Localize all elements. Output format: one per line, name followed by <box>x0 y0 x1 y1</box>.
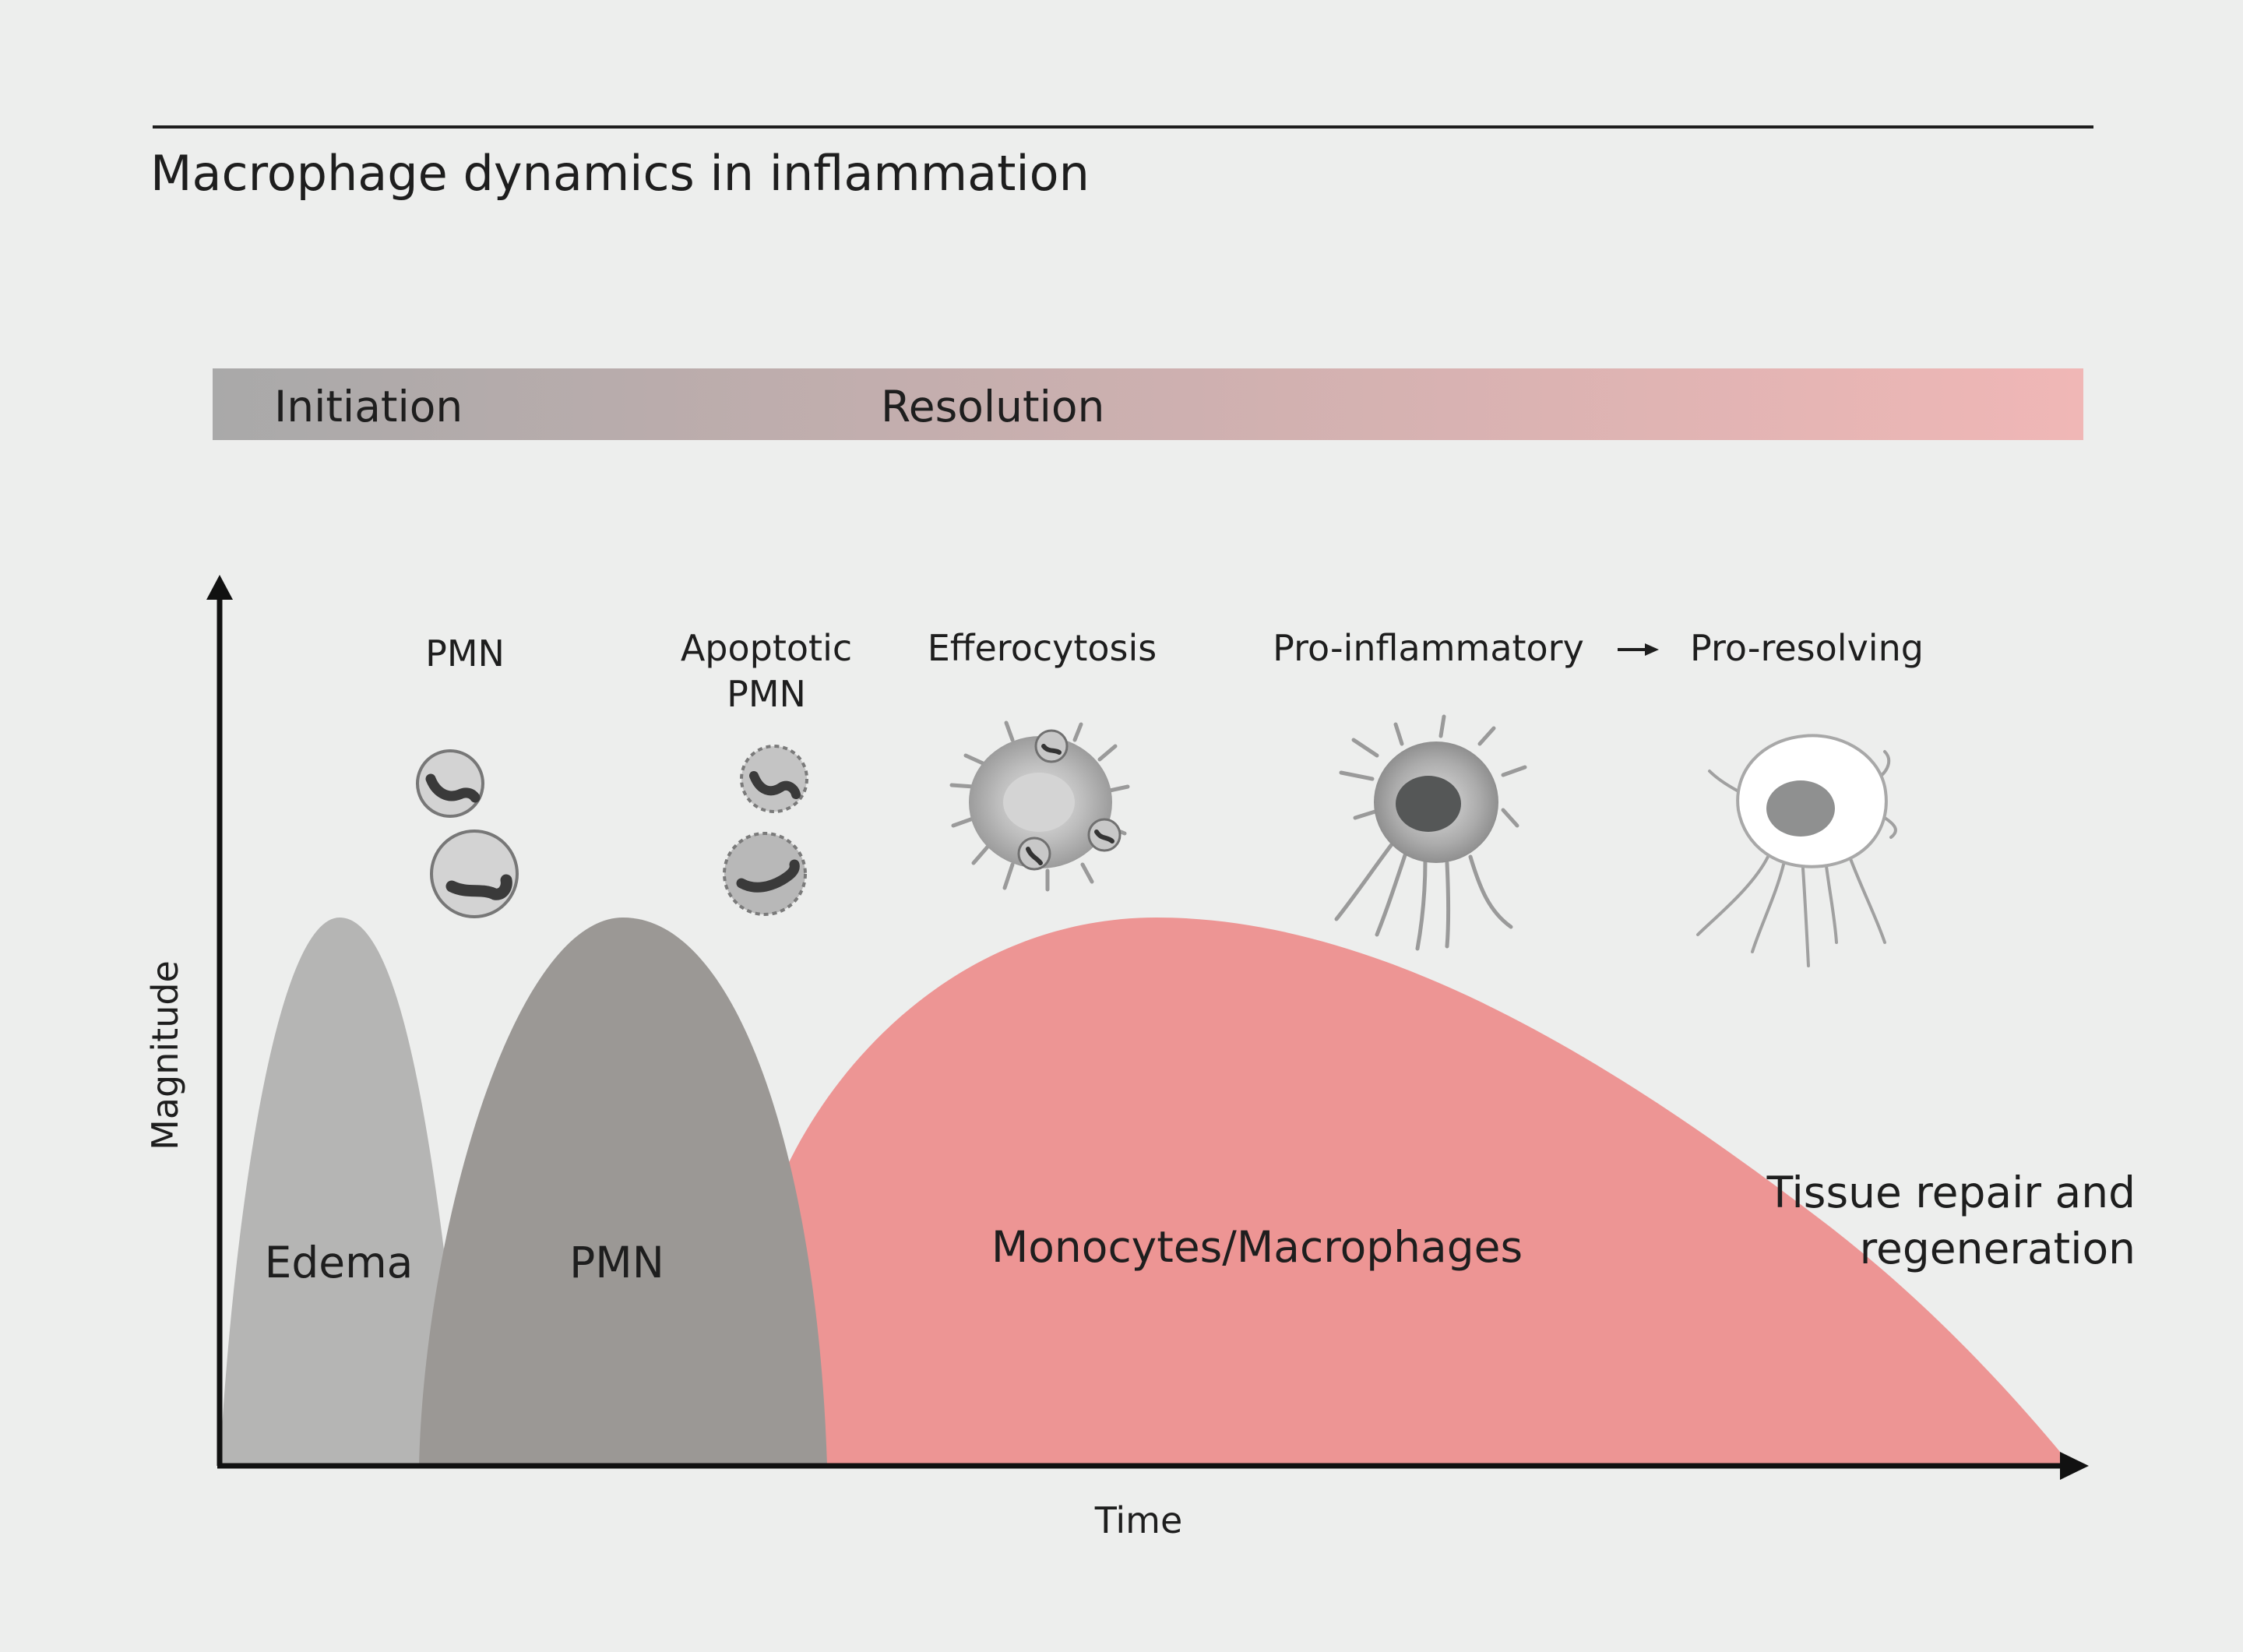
label-apoptotic-line2: PMN <box>727 673 806 715</box>
label-pro-resolving: Pro-resolving <box>1690 627 1924 669</box>
pro-inflammatory-macrophage-icon <box>1334 714 1527 951</box>
tissue-label-line1: Tissue repair and <box>1766 1168 2136 1217</box>
edema-area <box>220 918 467 1466</box>
phase-label-initiation: Initiation <box>274 382 463 431</box>
y-axis-arrowhead <box>206 575 233 600</box>
area-label-edema: Edema <box>265 1238 414 1287</box>
pmn-area <box>419 918 827 1466</box>
phase-band <box>213 368 2083 440</box>
neutrophil-icon <box>416 749 519 918</box>
y-axis-label: Magnitude <box>144 960 186 1150</box>
x-axis-label: Time <box>1094 1499 1183 1541</box>
tissue-label-line2: regeneration <box>1860 1224 2136 1273</box>
apoptotic-neutrophil-icon <box>723 745 808 916</box>
area-label-pmn: PMN <box>569 1238 664 1287</box>
macrophage-area <box>771 918 2072 1466</box>
x-axis-arrowhead <box>2060 1452 2089 1480</box>
arrow-right-icon <box>1618 643 1659 656</box>
pro-resolving-macrophage-icon <box>1696 734 1897 967</box>
label-apoptotic-line1: Apoptotic <box>681 627 852 669</box>
label-pmn: PMN <box>425 632 505 675</box>
label-pro-inflammatory: Pro-inflammatory <box>1273 627 1584 669</box>
phase-label-resolution: Resolution <box>881 382 1104 431</box>
efferocytosis-macrophage-icon <box>949 720 1130 892</box>
label-efferocytosis: Efferocytosis <box>928 627 1157 669</box>
area-label-macrophages: Monocytes/Macrophages <box>991 1222 1523 1272</box>
page-title: Macrophage dynamics in inflammation <box>150 145 1090 202</box>
